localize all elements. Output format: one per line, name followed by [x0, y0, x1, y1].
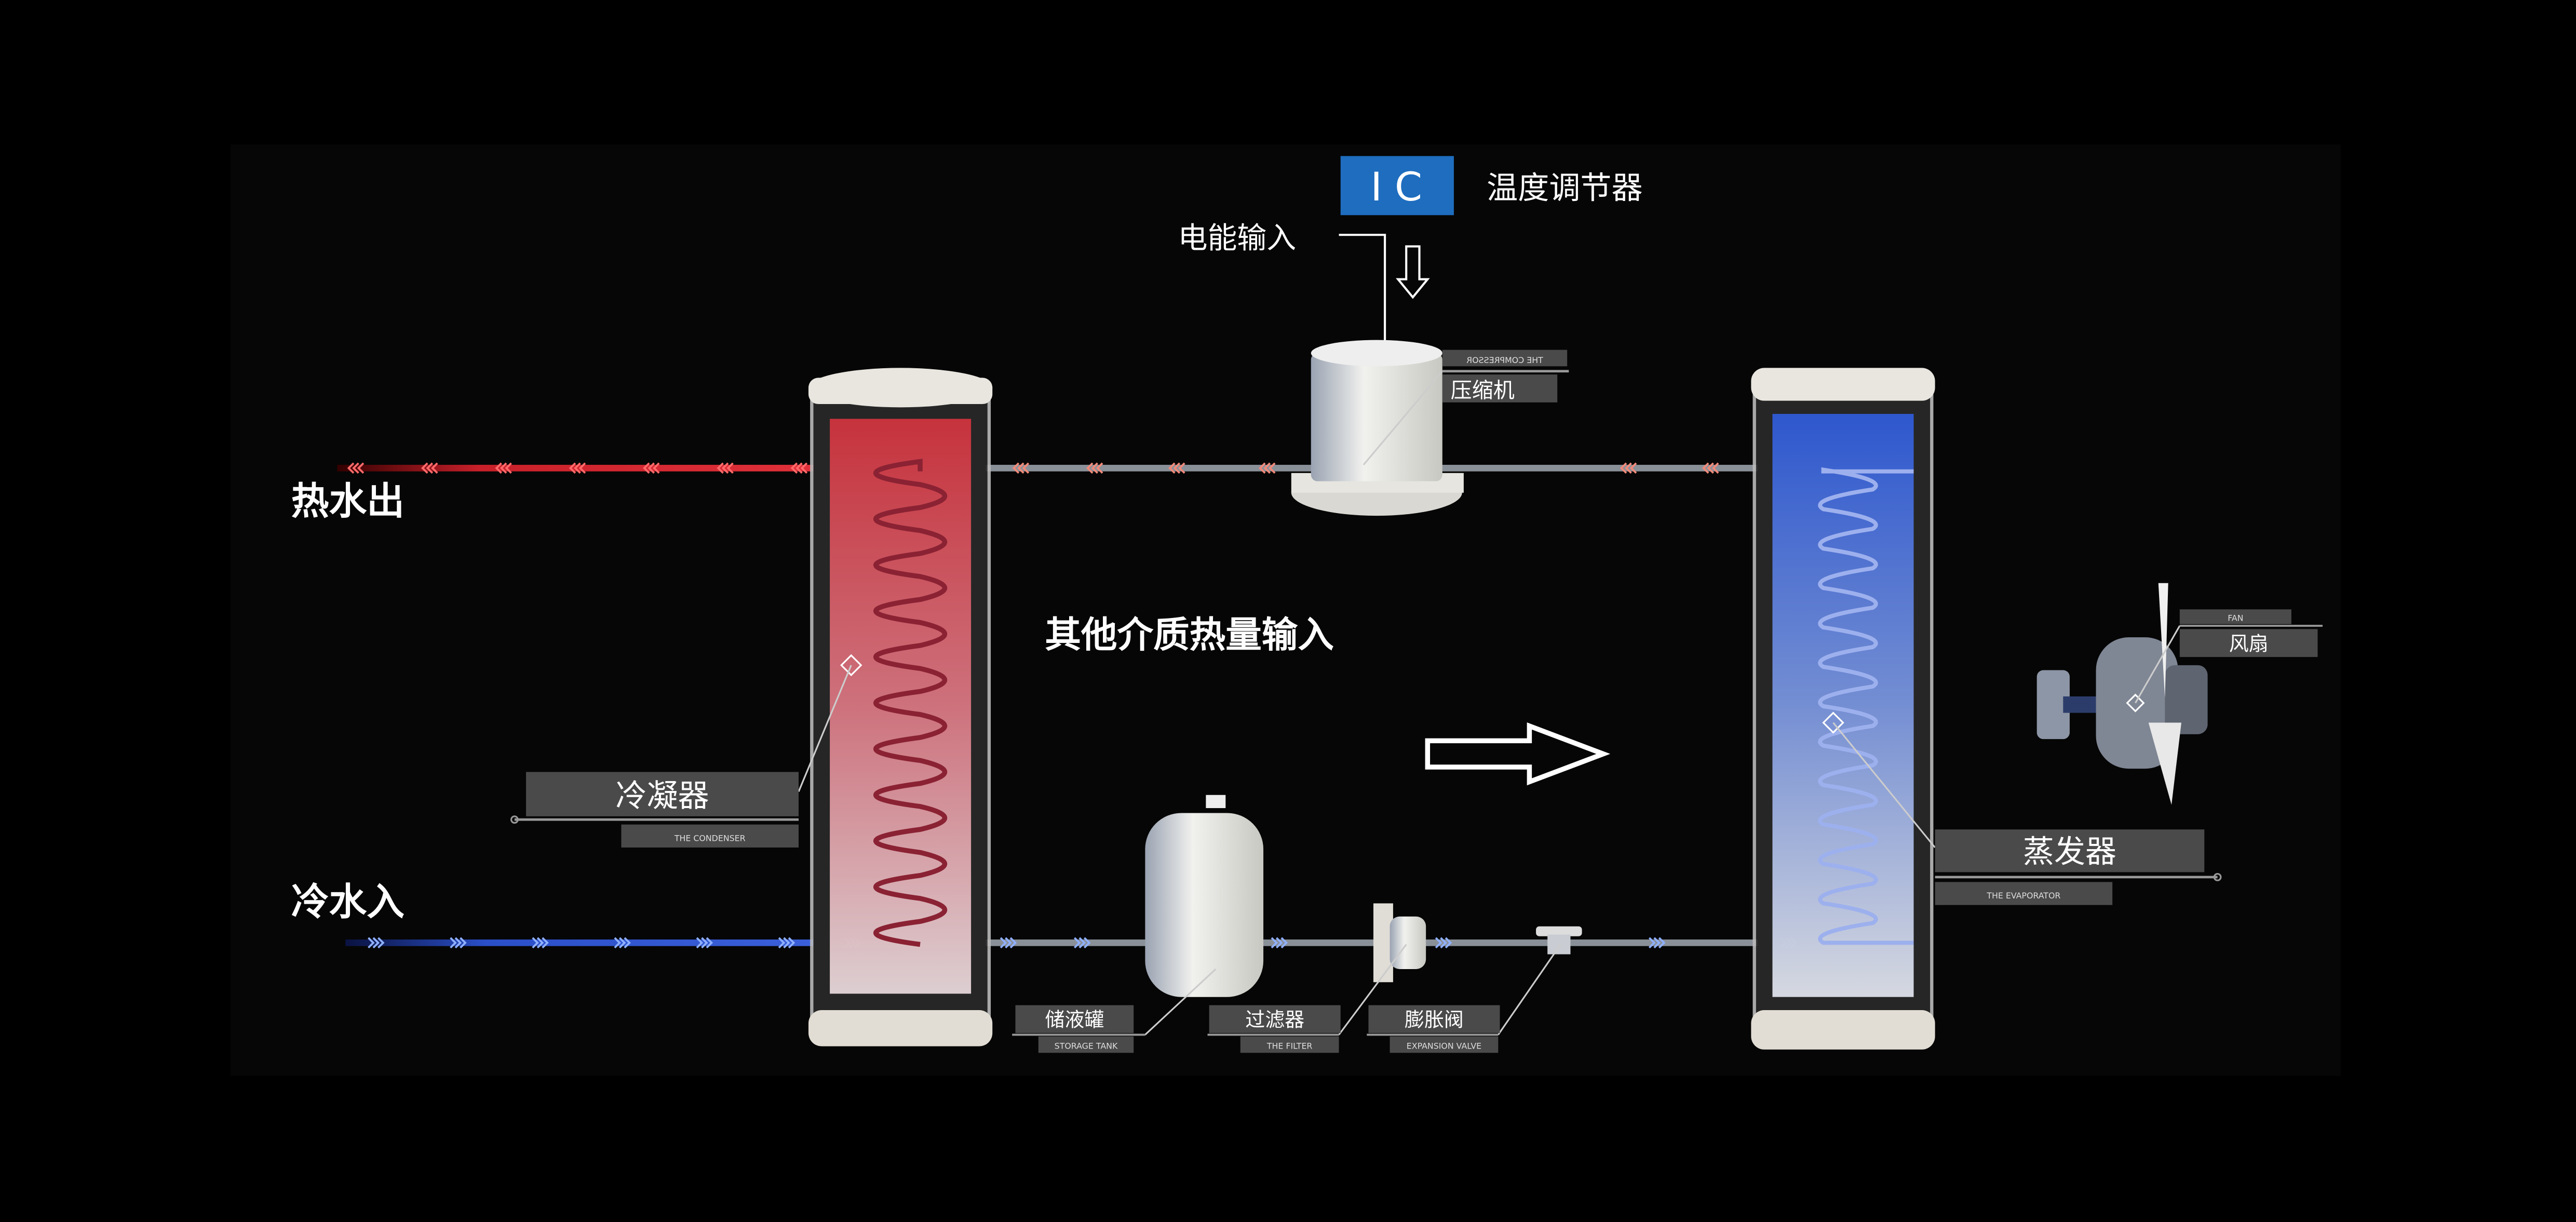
storage-tank-cn-label: 储液罐 [1045, 1009, 1104, 1031]
heat-input-label: 其他介质热量输入 [1045, 614, 1334, 656]
cold-water-pipe [345, 939, 814, 946]
compressor [1291, 340, 1464, 516]
chevron-left-icon [495, 462, 512, 474]
evaporator-en-label: THE EVAPORATOR [1986, 891, 2060, 901]
evaporator-cn-label: 蒸发器 [2023, 834, 2116, 870]
evaporator-label-box [1935, 829, 2205, 872]
chevron-left-icon [347, 462, 365, 474]
down-arrow-icon [1396, 245, 1430, 299]
chevron-right-icon [450, 937, 467, 949]
right-arrow-icon [1425, 722, 1611, 786]
filter-cn-label: 过滤器 [1245, 1009, 1304, 1031]
chevron-left-icon [569, 462, 586, 474]
ic-label: I C [1370, 164, 1422, 210]
storage-tank [1145, 795, 1264, 997]
filter-label-box [1209, 1005, 1341, 1033]
condenser-tank [808, 368, 993, 1046]
cold-water-in-label: 冷水入 [291, 880, 404, 924]
chevron-right-icon [1648, 937, 1666, 949]
diagram-background [230, 144, 2341, 1076]
expansion-valve-cn-label: 膨胀阀 [1405, 1009, 1464, 1031]
chevron-left-icon [1012, 462, 1030, 474]
chevron-left-icon [643, 462, 660, 474]
fan-cn-label: 风扇 [2229, 632, 2269, 655]
filter [1373, 903, 1426, 983]
chevron-right-icon [368, 937, 385, 949]
storage-tank-en-label: STORAGE TANK [1055, 1041, 1118, 1051]
compressor-en-label: THE COMPRESSOR [1466, 355, 1544, 365]
storage-tank-label-box [1015, 1005, 1134, 1033]
fan-en-label: FAN [2228, 613, 2243, 623]
chevron-right-icon [1000, 937, 1017, 949]
expansion-valve-label-box [1368, 1005, 1500, 1033]
condenser-en-label: THE CONDENSER [674, 833, 746, 843]
chevron-left-icon [1702, 462, 1719, 474]
filter-en-label: THE FILTER [1266, 1041, 1313, 1051]
bottom-refrigerant-pipe [986, 939, 1758, 946]
expansion-valve-en-label: EXPANSION VALVE [1407, 1041, 1481, 1051]
compressor-cn-label: 压缩机 [1451, 378, 1515, 402]
expansion-valve [1536, 926, 1582, 955]
chevron-left-icon [790, 462, 808, 474]
chevron-right-icon [614, 937, 631, 949]
flow-chevrons [347, 462, 1797, 949]
chevron-right-icon [532, 937, 549, 949]
chevron-right-icon [696, 937, 713, 949]
chevron-left-icon [717, 462, 734, 474]
chevron-left-icon [1259, 462, 1276, 474]
hot-water-out-label: 热水出 [291, 479, 404, 523]
chevron-left-icon [1168, 462, 1185, 474]
fan-label-box [2179, 629, 2318, 657]
chevron-right-icon [1271, 937, 1288, 949]
chevron-left-icon [1086, 462, 1103, 474]
chevron-left-icon [421, 462, 438, 474]
temperature-regulator-label: 温度调节器 [1487, 170, 1642, 207]
power-input-label: 电能输入 [1178, 221, 1297, 256]
fan [2036, 583, 2208, 805]
chevron-right-icon [778, 937, 795, 949]
chevron-right-icon [1435, 937, 1452, 949]
compressor-label-box [1442, 374, 1558, 402]
chevron-right-icon [1074, 937, 1091, 949]
evaporator-tank [1751, 368, 1935, 1050]
condenser-label-box [526, 772, 799, 816]
chevron-left-icon [1620, 462, 1637, 474]
ic-box [1340, 156, 1454, 216]
condenser-cn-label: 冷凝器 [615, 778, 709, 814]
